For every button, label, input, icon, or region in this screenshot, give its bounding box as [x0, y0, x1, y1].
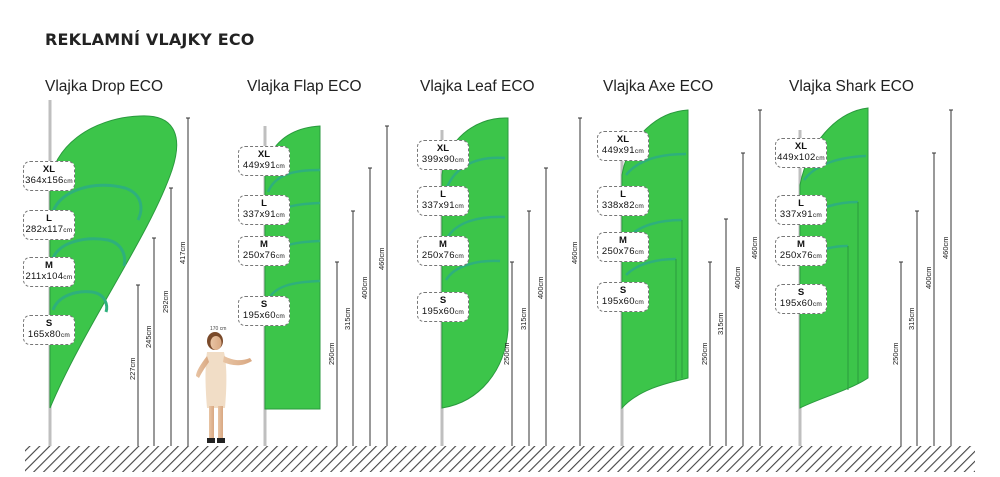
- height-label: 245cm: [144, 325, 153, 349]
- height-label: 400cm: [733, 266, 742, 289]
- height-label: 250cm: [700, 342, 709, 366]
- height-label: 227cm: [128, 357, 137, 380]
- height-label: 315cm: [716, 312, 725, 336]
- height-label: 400cm: [360, 276, 369, 300]
- height-label: 292cm: [161, 290, 170, 314]
- height-label: 250cm: [327, 342, 336, 366]
- ground-hatch: [25, 446, 975, 472]
- flag-title-shark: Vlajka Shark ECO: [789, 78, 914, 95]
- flag-title-flap: Vlajka Flap ECO: [247, 78, 362, 95]
- height-label: 315cm: [907, 306, 916, 330]
- height-label: 250cm: [502, 342, 511, 366]
- flag-title-axe: Vlajka Axe ECO: [603, 78, 714, 95]
- height-label: 460cm: [941, 236, 950, 259]
- height-label: 400cm: [924, 266, 933, 289]
- page-title: REKLAMNÍ VLAJKY ECO: [45, 30, 255, 49]
- flag-title-leaf: Vlajka Leaf ECO: [420, 78, 535, 95]
- height-label: 315cm: [343, 306, 352, 330]
- person-figure: [196, 332, 252, 443]
- height-label: 460cm: [750, 236, 759, 259]
- person-height-label: 170 cm: [210, 326, 227, 332]
- height-label: 400cm: [536, 276, 545, 300]
- height-label: 460cm: [570, 241, 579, 265]
- height-label: 315cm: [519, 306, 528, 330]
- height-label: 250cm: [891, 342, 900, 366]
- flag-title-drop: Vlajka Drop ECO: [45, 78, 164, 95]
- height-label: 460cm: [377, 247, 386, 270]
- height-label: 417cm: [178, 241, 187, 265]
